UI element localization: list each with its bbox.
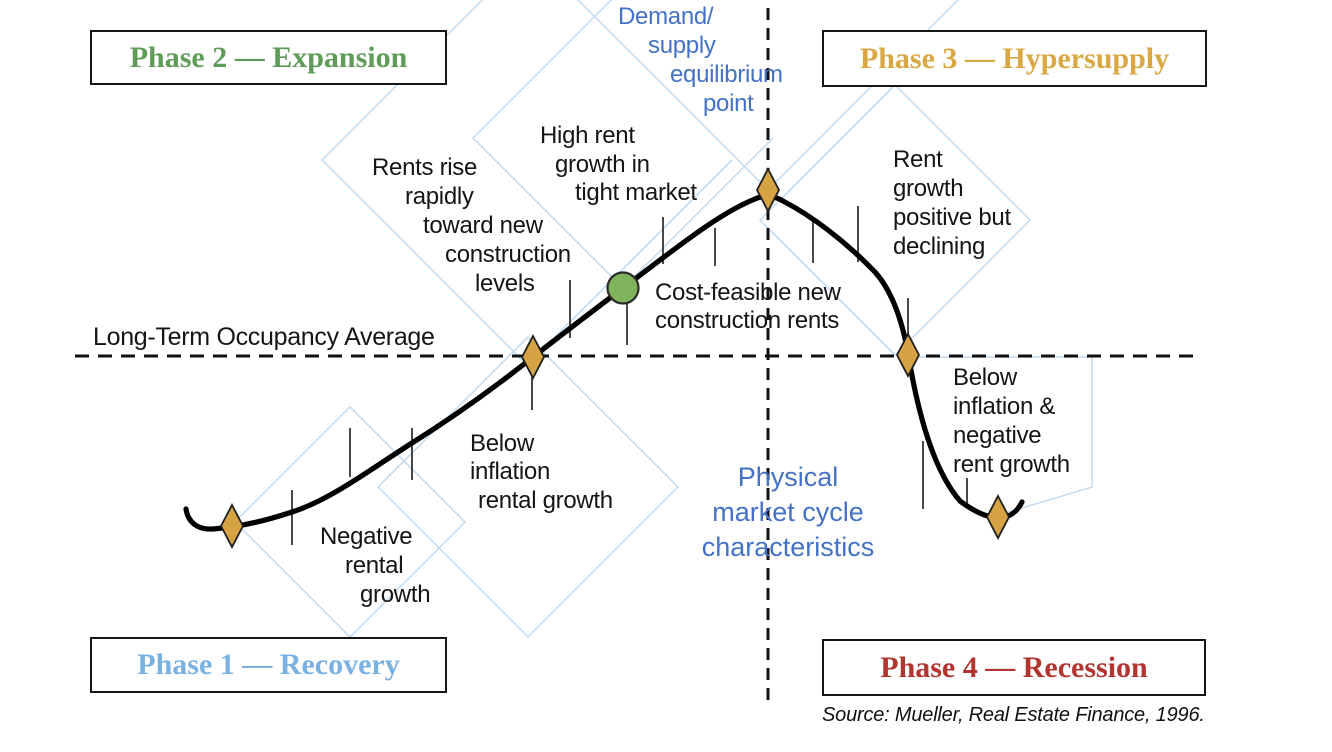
phase-3-label: Phase 3 — Hypersupply xyxy=(859,41,1170,75)
annotation-line: point xyxy=(703,90,754,117)
diamond-outline-hypersupply xyxy=(759,84,1031,356)
annotation-line: Rents rise xyxy=(372,154,478,181)
annotation-physical-market-cycle: Physical market cycle characteristics xyxy=(656,460,920,565)
annotation-line: positive but xyxy=(893,204,1011,231)
annotation-line: rental growth xyxy=(478,487,613,514)
phase-2-label: Phase 2 — Expansion xyxy=(129,40,408,74)
annotation-line: declining xyxy=(893,233,986,260)
annotation-line: supply xyxy=(648,32,716,59)
phase-1-label: Phase 1 — Recovery xyxy=(137,648,400,681)
annotation-line: Demand/ xyxy=(618,3,714,30)
annotation-line: rental xyxy=(345,552,404,579)
annotation-line: High rent xyxy=(540,122,635,149)
occupancy-average-label: Long-Term Occupancy Average xyxy=(93,323,435,351)
annotation-line: growth xyxy=(893,175,964,202)
market-cycle-curve xyxy=(183,193,1025,532)
phase-3-hypersupply-box: Phase 3 — Hypersupply xyxy=(822,30,1207,87)
diamond-outline-below-inflation xyxy=(377,336,679,638)
annotation-line: Rent xyxy=(893,146,943,173)
marker-recovery-start xyxy=(219,503,245,549)
annotation-line: tight market xyxy=(575,179,697,206)
annotation-line: inflation & xyxy=(953,393,1056,420)
annotation-line: construction rents xyxy=(655,307,840,334)
annotation-line: Below xyxy=(953,364,1017,391)
marker-cost-feasible-green-circle xyxy=(606,271,640,305)
phase-2-expansion-box: Phase 2 — Expansion xyxy=(90,30,447,85)
diamond-outline-cost-feasible xyxy=(472,0,774,289)
annotation-line: Physical xyxy=(737,462,839,492)
annotation-line: market cycle xyxy=(712,497,864,527)
marker-equilibrium-peak xyxy=(755,167,781,213)
annotation-line: construction xyxy=(445,241,571,268)
phase-1-recovery-box: Phase 1 — Recovery xyxy=(90,637,447,693)
annotation-line: Cost-feasible new xyxy=(655,279,841,306)
annotation-line: growth in xyxy=(555,151,650,178)
annotation-line: negative xyxy=(953,422,1042,449)
annotation-line: rapidly xyxy=(405,183,474,210)
cycle-point-markers xyxy=(219,167,1011,549)
phase-4-label: Phase 4 — Recession xyxy=(880,650,1148,684)
annotation-line: toward new xyxy=(423,212,543,239)
annotation-line: levels xyxy=(475,270,535,297)
annotation-line: inflation xyxy=(470,458,551,485)
annotation-line: rent growth xyxy=(953,451,1070,478)
marker-occupancy-crossing-down xyxy=(895,332,921,378)
source-citation: Source: Mueller, Real Estate Finance, 19… xyxy=(822,704,1205,726)
annotation-line: characteristics xyxy=(701,532,875,562)
annotation-line: growth xyxy=(360,581,431,608)
marker-occupancy-crossing-up xyxy=(520,334,546,380)
phase-4-recession-box: Phase 4 — Recession xyxy=(822,639,1206,696)
annotation-line: Negative xyxy=(320,523,413,550)
annotation-line: equilibrium xyxy=(670,61,783,88)
annotation-line: Below xyxy=(470,430,534,457)
marker-recession-trough xyxy=(985,494,1011,540)
